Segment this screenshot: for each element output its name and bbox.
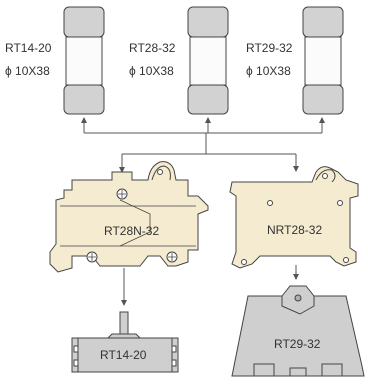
fuse-base-rt29-32: [231, 285, 365, 377]
fuse-base-rt14-20: [71, 311, 179, 373]
fuse-2-size: ϕ 10X38: [129, 64, 174, 78]
fuse-1-size: ϕ 10X38: [5, 64, 50, 78]
fuse-1-model: RT14-20: [5, 41, 52, 55]
base-connector-lines: [121, 265, 299, 306]
fuse-3-model: RT29-32: [246, 41, 293, 55]
fuse-cartridge-2: [187, 6, 229, 115]
fuse-cartridge-1: [63, 6, 105, 115]
fuse-cartridge-3: [302, 6, 344, 115]
holder-1-label: RT28N-32: [104, 224, 159, 238]
fuse-holder-rt28n-32: [49, 161, 209, 273]
holder-2-label: NRT28-32: [267, 223, 322, 237]
base-2-label: RT29-32: [274, 337, 321, 351]
fuse-3-size: ϕ 10X38: [246, 64, 291, 78]
fuse-holder-nrt28-32: [229, 166, 359, 269]
fuse-connector-lines: [81, 117, 325, 173]
base-1-label: RT14-20: [100, 348, 147, 362]
fuse-2-model: RT28-32: [129, 41, 176, 55]
